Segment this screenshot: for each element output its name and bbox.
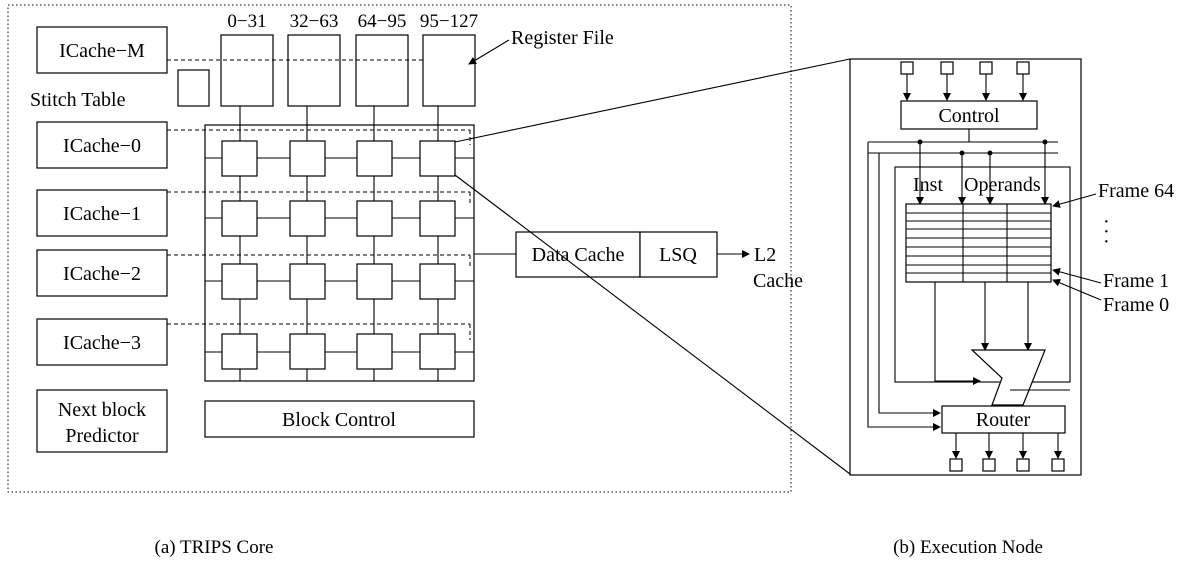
control-box: [900, 100, 1038, 130]
execution-node: [289, 140, 326, 177]
frame-1-label: Frame 1: [1103, 270, 1169, 292]
icache-m-box: [36, 26, 168, 74]
input-port: [940, 61, 954, 75]
icache-0-label: ICache−0: [63, 135, 141, 157]
block-control-label: Block Control: [282, 409, 396, 431]
execution-node: [356, 200, 393, 237]
block-control-box: [204, 400, 475, 438]
alu: [970, 349, 1046, 406]
execution-node: [221, 333, 258, 370]
icache-1-box: [36, 189, 168, 237]
icache-m-label: ICache−M: [59, 40, 145, 62]
operands-label: Operands: [964, 174, 1041, 196]
next-block-label-2: Predictor: [65, 425, 139, 447]
execution-node: [221, 200, 258, 237]
router-box: [941, 405, 1066, 434]
node-caption: (b) Execution Node: [893, 537, 1043, 558]
icache-2-box: [36, 249, 168, 297]
register-bank: [422, 34, 476, 107]
register-bank-label: 0−31: [227, 11, 266, 32]
stitch-table-label: Stitch Table: [30, 89, 126, 111]
router-label: Router: [976, 409, 1031, 431]
stitch-table-box: [177, 69, 210, 107]
register-bank: [287, 34, 341, 107]
lsq-box: [639, 231, 718, 278]
output-port: [982, 458, 996, 472]
register-file-label: Register File: [511, 27, 614, 49]
data-cache-box: [515, 231, 641, 278]
inst-label: Inst: [913, 174, 943, 196]
l2-label-1: L2: [754, 244, 776, 266]
execution-node: [356, 333, 393, 370]
icache-3-box: [36, 318, 168, 366]
core-caption: (a) TRIPS Core: [155, 537, 274, 558]
input-port: [1016, 61, 1030, 75]
output-ports: [949, 458, 1065, 472]
register-bank-label: 32−63: [290, 11, 339, 32]
input-port: [900, 61, 914, 75]
output-port: [1051, 458, 1065, 472]
register-bank-label: 95−127: [420, 11, 478, 32]
output-port: [1016, 458, 1030, 472]
grid-nodes: [221, 140, 456, 370]
execution-node: [289, 263, 326, 300]
execution-node: [356, 140, 393, 177]
register-banks: 0−31 32−63 64−95 95−127: [220, 11, 478, 107]
execution-node: [221, 263, 258, 300]
input-port: [979, 61, 993, 75]
lsq-label: LSQ: [659, 244, 697, 266]
execution-node: [289, 333, 326, 370]
data-cache-label: Data Cache: [532, 244, 625, 266]
execution-node: [221, 140, 258, 177]
icache-2-label: ICache−2: [63, 263, 141, 285]
control-label: Control: [938, 105, 1000, 127]
icache-0-box: [36, 121, 168, 169]
icache-1-label: ICache−1: [63, 203, 141, 225]
frame-0-label: Frame 0: [1103, 294, 1169, 316]
register-bank: [220, 34, 274, 107]
frame-ellipsis: ···: [1103, 211, 1110, 253]
execution-node: [419, 140, 456, 177]
l2-label-2: Cache: [753, 270, 803, 292]
core-boundary: [7, 4, 792, 493]
next-block-predictor-box: [36, 389, 168, 453]
frame-64-label: Frame 64: [1098, 180, 1174, 202]
output-port: [949, 458, 963, 472]
register-bank: [355, 34, 409, 107]
execution-node: [289, 200, 326, 237]
execution-node: [419, 333, 456, 370]
next-block-label-1: Next block: [58, 399, 146, 421]
register-bank-label: 64−95: [358, 11, 407, 32]
execution-node: [356, 263, 393, 300]
execution-node: [419, 263, 456, 300]
execution-node: [419, 200, 456, 237]
instruction-window: [905, 203, 1052, 283]
icache-3-label: ICache−3: [63, 332, 141, 354]
